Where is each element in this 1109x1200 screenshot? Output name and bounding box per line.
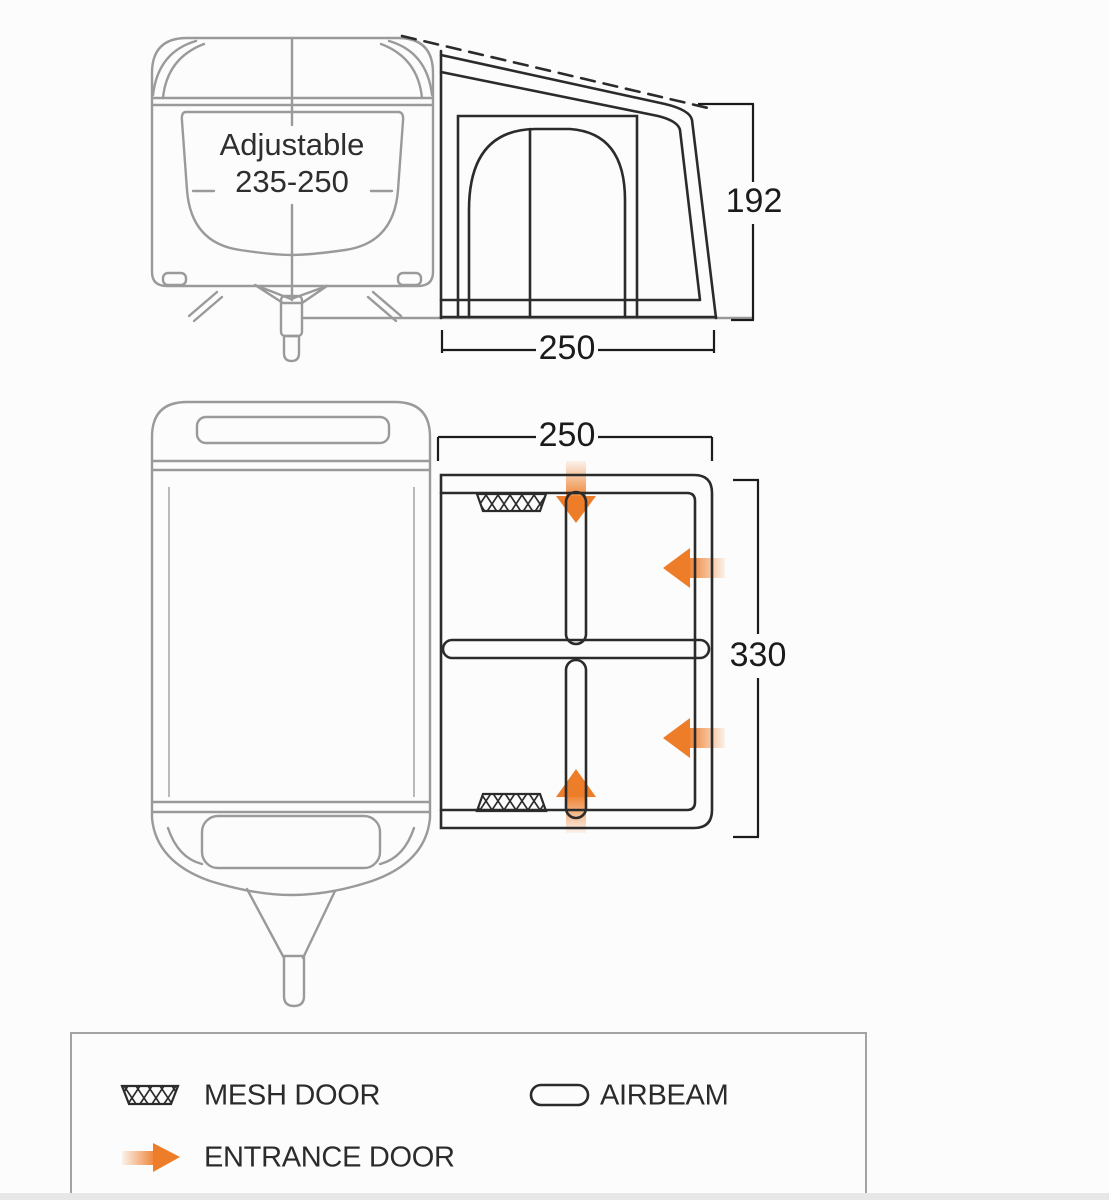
a-frame-drawbar xyxy=(245,887,337,960)
legend-item-entrance-door: ENTRANCE DOOR xyxy=(122,1142,455,1174)
dimension-depth-330: 330 xyxy=(730,478,787,839)
rear-window xyxy=(195,415,391,445)
awning-door-arch xyxy=(467,127,627,319)
caravan-width-label-line2: 235-250 xyxy=(235,164,349,199)
dimension-width-250-side: 250 xyxy=(440,329,716,367)
airbeam-middle xyxy=(441,638,711,660)
legend-item-airbeam: AIRBEAM xyxy=(529,1080,729,1112)
corner-steady-left xyxy=(187,290,224,323)
corner-steady-right xyxy=(366,290,403,323)
caravan-plan-view xyxy=(150,400,432,1008)
marker-light-right xyxy=(396,271,423,287)
caravan-width-label-line1: Adjustable xyxy=(220,127,365,162)
depth-dim-value: 330 xyxy=(730,636,787,674)
legend-item-mesh-door: MESH DOOR xyxy=(120,1080,380,1112)
page-bottom-strip xyxy=(0,1193,1109,1200)
dimension-width-250-plan: 250 xyxy=(436,416,714,461)
legend-mesh-door-icon xyxy=(120,1084,180,1106)
marker-light-left xyxy=(161,271,188,287)
legend-box xyxy=(70,1032,867,1200)
hitch-coupling xyxy=(282,954,306,1008)
mesh-door-bottom-icon xyxy=(475,792,548,813)
mesh-door-top-icon xyxy=(475,492,548,513)
entrance-arrows xyxy=(556,461,725,833)
height-dim-value: 192 xyxy=(726,182,783,220)
plan-view: 250 330 xyxy=(150,400,787,1008)
front-window-plan xyxy=(200,814,382,870)
legend-airbeam-label: AIRBEAM xyxy=(600,1080,728,1112)
legend-entrance-door-label: ENTRANCE DOOR xyxy=(204,1142,455,1174)
entrance-arrow-left-upper-icon xyxy=(663,548,725,588)
awning-plan-view xyxy=(439,461,725,833)
entrance-arrow-up-icon xyxy=(556,769,596,833)
caravan-front-view: Adjustable 235-250 xyxy=(150,36,435,363)
airbeam-frame xyxy=(439,473,714,830)
plan-width-dim-value: 250 xyxy=(539,416,596,454)
jockey-wheel xyxy=(282,334,301,363)
dimension-height-192: 192 xyxy=(698,102,783,322)
side-view: Adjustable 235-250 192 xyxy=(150,34,783,367)
awning-side-view xyxy=(400,34,718,320)
legend: MESH DOOR AIRBEAM ENTRANCE DOOR xyxy=(120,1080,729,1174)
legend-airbeam-icon xyxy=(529,1083,590,1107)
awning-door-frame xyxy=(456,114,639,319)
side-width-dim-value: 250 xyxy=(539,329,596,367)
airbeam-lower-vertical xyxy=(564,658,588,820)
legend-mesh-door-label: MESH DOOR xyxy=(204,1080,380,1112)
entrance-arrow-left-lower-icon xyxy=(663,718,725,758)
legend-entrance-arrow-icon xyxy=(122,1143,180,1172)
roofline-dashed xyxy=(400,34,710,110)
airbeam-upper-vertical xyxy=(564,490,588,646)
front-window xyxy=(180,110,405,257)
